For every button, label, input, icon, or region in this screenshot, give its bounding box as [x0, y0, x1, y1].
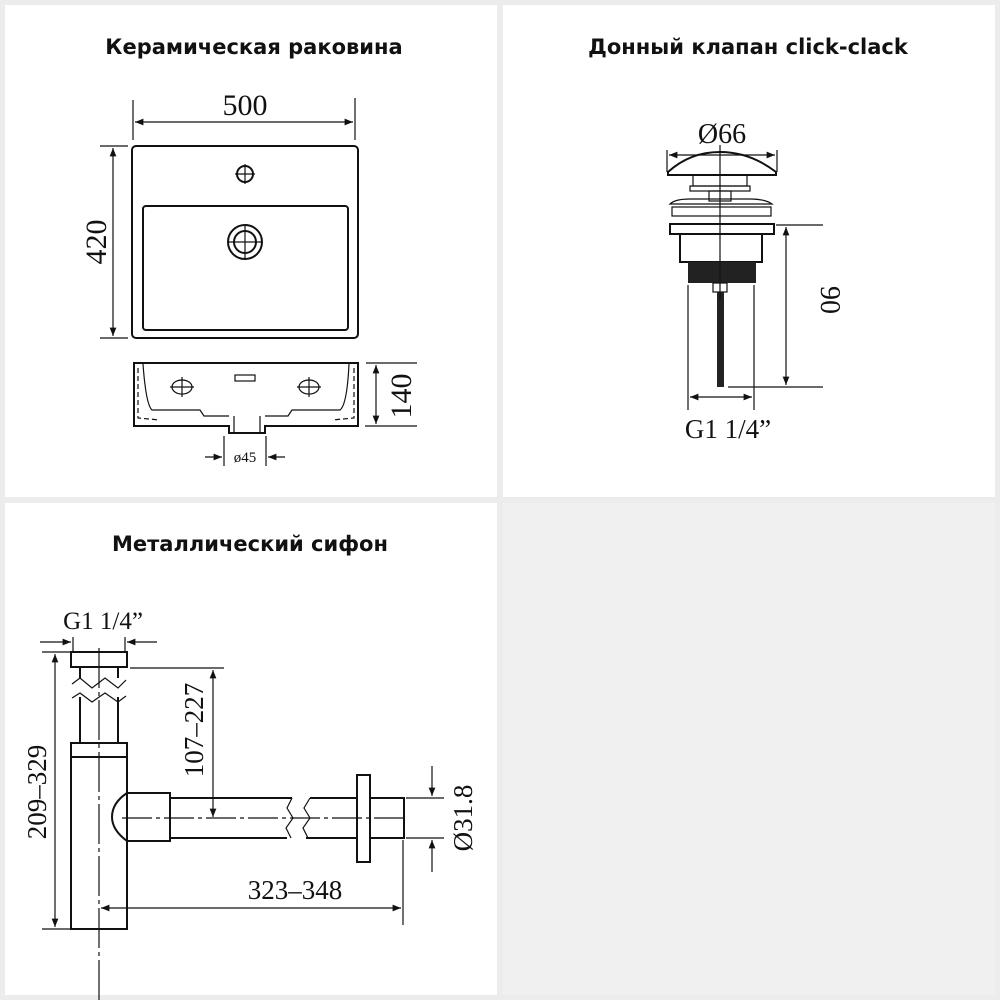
- siphon-panel: [5, 503, 497, 995]
- siphon-outlet-label: Ø31.8: [448, 785, 478, 852]
- siphon-outlet-dimension: Ø31.8: [406, 766, 478, 872]
- siphon-total-height-dimension: 209–329: [22, 651, 70, 930]
- valve-height-label: 90: [814, 286, 845, 314]
- sink-title: Керамическая раковина: [105, 35, 402, 59]
- click-clack-valve: [667, 145, 777, 387]
- sink-depth-dimension: 420: [80, 145, 128, 339]
- valve-panel: [503, 5, 995, 497]
- valve-height-dimension: 90: [728, 224, 845, 388]
- siphon-thread-label: G1 1/4”: [63, 608, 143, 635]
- siphon-title: Металлический сифон: [112, 532, 388, 556]
- siphon-length-label: 323–348: [248, 875, 343, 905]
- bottle-siphon: [70, 648, 408, 1000]
- valve-cap-dimension: Ø66: [666, 119, 778, 172]
- siphon-thread-dimension: G1 1/4”: [40, 608, 157, 652]
- siphon-length-dimension: 323–348: [100, 840, 404, 925]
- sink-drain-label: ø45: [234, 450, 257, 466]
- sink-top-view: [131, 145, 359, 339]
- siphon-inlet-height-dimension: 107–227: [130, 667, 224, 817]
- sink-height-dimension: 140: [365, 362, 418, 427]
- siphon-inlet-height-label: 107–227: [179, 683, 209, 778]
- sink-drain-dimension: ø45: [205, 436, 285, 466]
- valve-thread-label: G1 1/4”: [685, 414, 771, 444]
- siphon-total-height-label: 209–329: [22, 745, 52, 840]
- valve-title: Донный клапан click-clack: [588, 35, 909, 59]
- sink-depth-label: 420: [80, 220, 113, 265]
- empty-panel: [503, 503, 995, 995]
- sink-width-label: 500: [223, 89, 268, 122]
- sink-side-view: [133, 362, 359, 434]
- sink-width-dimension: 500: [132, 89, 356, 140]
- sink-height-label: 140: [385, 374, 418, 419]
- valve-cap-label: Ø66: [698, 119, 746, 150]
- valve-thread-dimension: G1 1/4”: [685, 285, 771, 444]
